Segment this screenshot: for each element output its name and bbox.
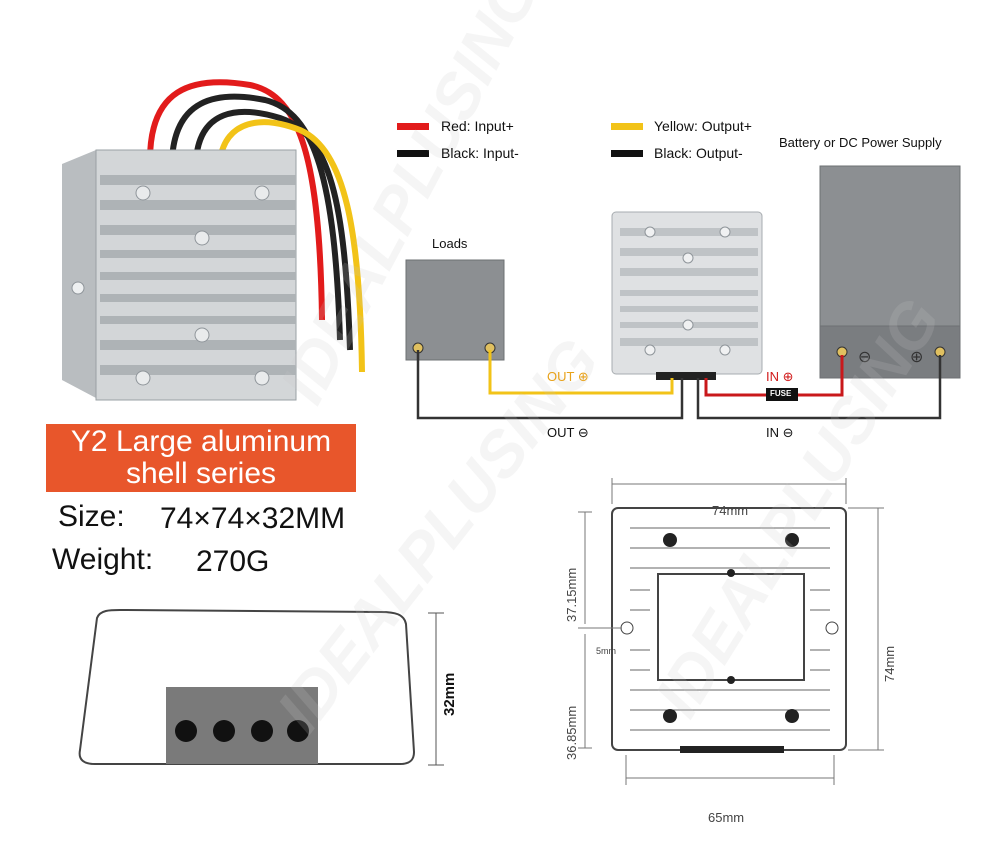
loads-label: Loads xyxy=(432,236,468,251)
series-line-2: shell series xyxy=(125,457,277,490)
legend-yellow-label: Yellow: Output+ xyxy=(654,118,752,134)
side-view-drawing xyxy=(78,608,444,766)
legend-swatch-red xyxy=(397,123,429,130)
legend-swatch-black-input xyxy=(397,150,429,157)
out-plus-label: OUT ⊕ xyxy=(547,369,589,384)
fuse-label: FUSE xyxy=(770,389,792,398)
dim-bottom-width: 65mm xyxy=(708,810,745,825)
dim-lower-offset: 36.85mm xyxy=(564,705,579,760)
size-value: 74×74×32MM xyxy=(160,502,346,535)
battery-box xyxy=(819,165,961,327)
series-banner: Y2 Large aluminum shell series xyxy=(46,424,356,492)
in-plus-label: IN ⊕ xyxy=(766,369,794,384)
dim-height-32: 32mm xyxy=(441,672,458,716)
legend-swatch-yellow xyxy=(611,123,643,130)
legend-swatches xyxy=(397,123,643,157)
battery-label: Battery or DC Power Supply xyxy=(779,135,942,150)
legend-swatch-black-output xyxy=(611,150,643,157)
out-minus-label: OUT ⊖ xyxy=(547,425,589,440)
weight-value: 270G xyxy=(196,545,270,578)
fuse xyxy=(766,388,798,401)
wiring-diagram: ⊖ ⊕ xyxy=(405,165,961,420)
legend-black-input-label: Black: Input- xyxy=(441,145,519,161)
weight-key: Weight: xyxy=(52,543,154,576)
converter-photo xyxy=(62,79,365,401)
dim-top-width: 74mm xyxy=(712,503,749,518)
svg-text:⊖: ⊖ xyxy=(858,347,871,366)
dim-upper-offset: 37.15mm xyxy=(564,567,579,622)
series-line-1: Y2 Large aluminum xyxy=(70,425,332,458)
in-minus-label: IN ⊖ xyxy=(766,425,794,440)
size-key: Size: xyxy=(58,500,125,533)
dim-hole: 5mm xyxy=(596,646,616,656)
top-view-drawing xyxy=(578,478,884,785)
legend-red-label: Red: Input+ xyxy=(441,118,514,134)
svg-text:⊕: ⊕ xyxy=(910,347,923,366)
legend-black-output-label: Black: Output- xyxy=(654,145,743,161)
dim-side-height: 74mm xyxy=(882,645,897,682)
